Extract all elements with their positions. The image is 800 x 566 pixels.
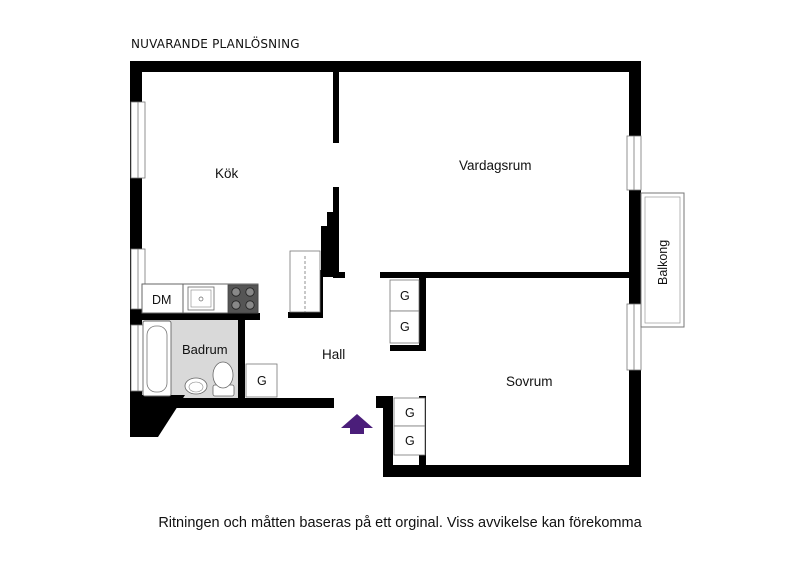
kitchen-counter [141,283,259,314]
washbasin-icon [184,377,208,395]
room-label-kitchen: Kök [215,166,239,181]
wardrobe-label-living-1: G [400,289,410,303]
wardrobe-label-living-2: G [400,320,410,334]
bathtub-icon [142,320,172,397]
wardrobe-bedroom-2 [393,425,426,456]
walls [130,61,641,477]
plan-title: NUVARANDE PLANLÖSNING [131,37,300,51]
toilet-icon [212,361,235,397]
room-label-bedroom: Sovrum [506,374,553,389]
wardrobes [245,279,426,456]
wardrobe-living-2 [389,310,420,344]
wardrobe-living-1 [389,279,420,312]
entrance-arrow-icon [341,414,373,434]
wardrobe-label-hall: G [257,374,267,388]
wardrobe-label-bedroom-1: G [405,406,415,420]
room-label-balcony: Balkong [656,240,670,285]
windows [130,101,642,392]
room-label-bathroom: Badrum [182,342,228,357]
kitchen-cabinet [289,250,321,313]
disclaimer-footer: Ritningen och måtten baseras på ett orgi… [158,515,642,531]
room-label-living-room: Vardagsrum [459,158,532,173]
dishwasher-label: DM [152,293,171,307]
balcony [640,192,685,328]
wardrobe-hall [245,363,278,398]
room-label-hall: Hall [322,347,345,362]
wardrobe-label-bedroom-2: G [405,434,415,448]
